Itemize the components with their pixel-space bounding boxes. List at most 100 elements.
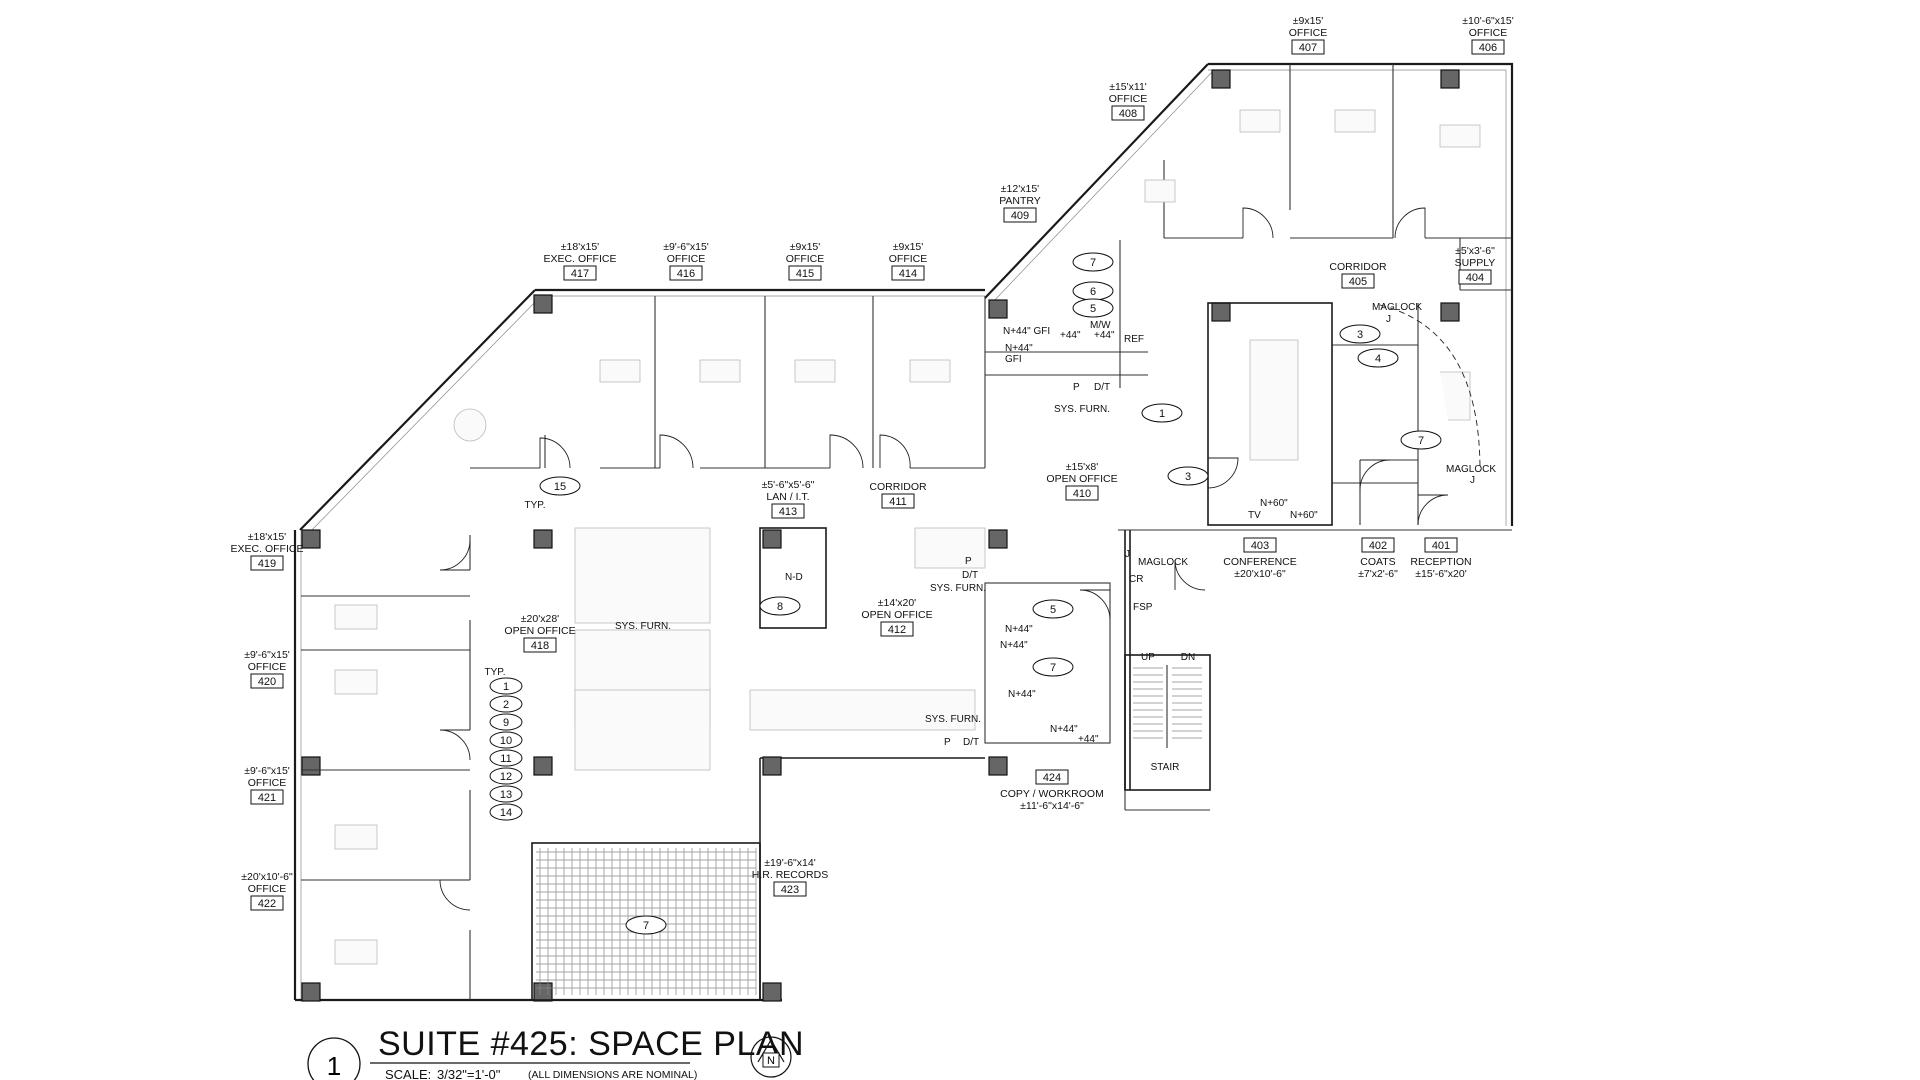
keynote-number: 7 [1090,257,1096,269]
room-number: 415 [796,268,814,280]
room-dimensions: ±18'x15' [561,241,599,253]
keynote-number: 7 [1418,435,1424,447]
room-name: OPEN OFFICE [504,625,575,637]
structural-columns [301,69,1460,1002]
room-dimensions: ±20'x10'-6" [241,871,293,883]
room-tag-411: CORRIDOR 411 [869,481,927,509]
room-name: RECEPTION [1410,556,1471,568]
column [301,529,321,549]
column [988,756,1008,776]
sys-furn-label: SYS. FURN. [1054,404,1110,415]
room-name: OFFICE [786,253,825,265]
keynote-bubble: 15 [539,476,581,496]
keynote-bubble: 5 [1032,599,1074,619]
outlet-note: +44" [1060,330,1081,341]
keynote-bubble: 7 [1032,657,1074,677]
scale-value: 3/32"=1'-0" [437,1067,501,1080]
room-name: CORRIDOR [869,481,927,493]
room-name: OFFICE [248,777,287,789]
room-number: 407 [1299,42,1317,54]
room-number: 416 [677,268,695,280]
keynote-bubble: 3 [1167,466,1209,486]
power-label: P [965,556,972,567]
title-block: 1 SUITE #425: SPACE PLAN SCALE: 3/32"=1'… [307,1025,804,1080]
room-dimensions: ±15'x8' [1066,461,1099,473]
junction-label: J [1125,549,1130,560]
outlet-note: N+44" [1050,724,1078,735]
keynote-number: 14 [500,807,512,819]
desk [699,359,741,383]
room-number-box [1341,273,1375,289]
tv-label: TV [1248,510,1261,521]
maglock-label: MAGLOCK [1446,464,1496,475]
keynote-bubble: 1 [1141,403,1183,423]
fsp-label: FSP [1133,602,1153,613]
keynote-stack-item: 11 [489,749,523,767]
room-name: SUPPLY [1455,257,1496,269]
maglock-label: MAGLOCK [1372,302,1422,313]
desk [1239,109,1281,133]
room-name: CONFERENCE [1223,556,1297,568]
keynote-stack-item: 1 [489,677,523,695]
outlet-note: +44" [1094,330,1115,341]
room-name: OFFICE [1109,93,1148,105]
keynote-number: 10 [500,735,512,747]
keynote-stack-item: 10 [489,731,523,749]
column [762,982,782,1002]
round-table [453,408,487,442]
drawing-title: SUITE #425: SPACE PLAN [378,1025,804,1063]
desk [794,359,836,383]
room-dimensions: ±5'x3'-6" [1455,245,1495,257]
keynote-stack-item: 9 [489,713,523,731]
interior-partitions [301,64,1512,1001]
room-number: 411 [889,496,907,508]
room-dimensions: ±9x15' [1293,15,1324,27]
room-tag-410: ±15'x8'OPEN OFFICE 410 [1046,461,1118,501]
desk [334,669,378,695]
microwave-label: M/W [1090,320,1111,331]
room-number-box [563,265,597,281]
keynote-number: 7 [1050,662,1056,674]
column [301,756,321,776]
keynote-number: 12 [500,771,512,783]
outlet-note: N+44" [1005,343,1033,354]
room-number-box [788,265,822,281]
column [533,529,553,549]
keynote-number: 3 [1185,471,1191,483]
typ-label: TYP. [485,667,506,678]
room-number-box [250,895,284,911]
power-label: P [944,737,951,748]
desk [334,604,378,630]
sys-furn-label: SYS. FURN. [615,621,671,632]
desk [909,359,951,383]
room-number: 422 [258,898,276,910]
room-number: 410 [1073,488,1091,500]
room-number: 423 [781,884,799,896]
room-number-box [1111,105,1145,121]
desk [334,939,378,965]
room-dimensions: ±5'-6"x5'-6" [762,479,815,491]
room-number: 420 [258,676,276,688]
desk [1144,179,1176,203]
keynote-number: 1 [503,681,509,693]
stair-up-label: UP [1141,652,1155,663]
desk [1439,124,1481,148]
room-dimensions: ±10'-6"x15' [1462,15,1513,27]
room-number: 401 [1432,540,1450,552]
workstation-cluster [574,689,711,771]
room-name: OPEN OFFICE [1046,473,1117,485]
room-number: 417 [571,268,589,280]
